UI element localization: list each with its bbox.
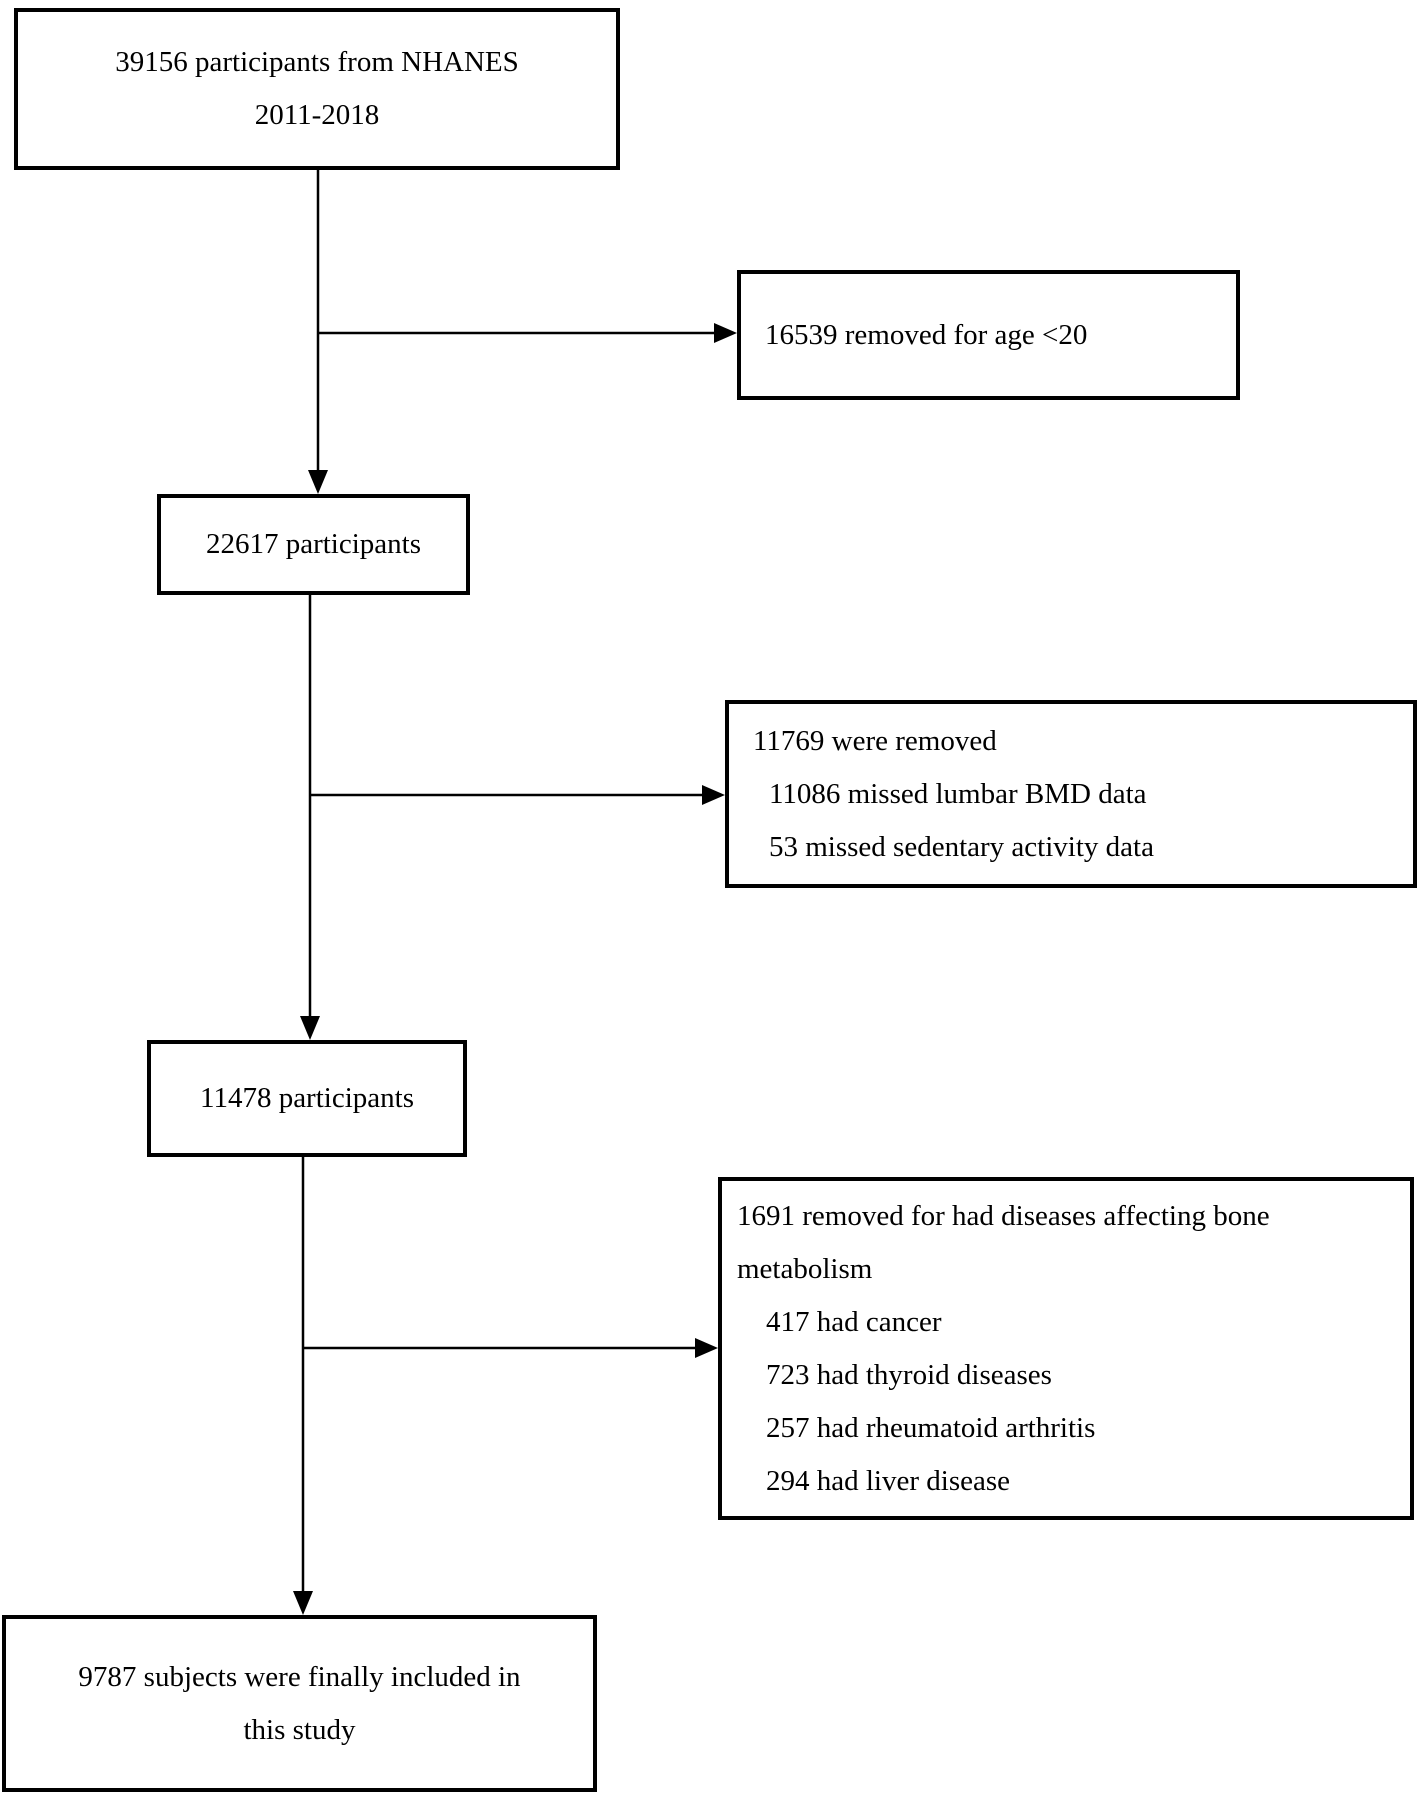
flow-box-removed-diseases: 1691 removed for had diseases affecting … — [718, 1177, 1414, 1520]
arrowhead-right-removed-missing-icon — [702, 785, 725, 805]
removed-diseases-item-thyroid: 723 had thyroid diseases — [766, 1358, 1052, 1391]
step2-participants-text: 22617 participants — [205, 528, 422, 560]
final-included-line2: this study — [243, 1713, 356, 1746]
removed-diseases-item-liver: 294 had liver disease — [766, 1464, 1011, 1497]
arrowhead-down-step2-icon — [308, 470, 328, 494]
flow-box-step2-participants: 22617 participants — [157, 494, 470, 595]
step3-participants-text: 11478 participants — [200, 1082, 414, 1114]
flow-box-final-included: 9787 subjects were finally included in t… — [2, 1615, 597, 1792]
final-included-line1: 9787 subjects were finally included in — [78, 1660, 521, 1693]
arrowhead-right-removed-disease-icon — [695, 1338, 718, 1358]
flow-box-source-population: 39156 participants from NHANES 2011-2018 — [14, 8, 620, 170]
removed-missing-item-sedentary: 53 missed sedentary activity data — [769, 830, 1154, 863]
arrowhead-down-step3-icon — [300, 1016, 320, 1040]
arrowhead-right-removed-age-icon — [714, 323, 737, 343]
flow-box-removed-age: 16539 removed for age <20 — [737, 270, 1240, 400]
removed-diseases-item-cancer: 417 had cancer — [766, 1305, 942, 1338]
source-population-line1: 39156 participants from NHANES — [115, 46, 519, 78]
removed-diseases-item-rheumatoid: 257 had rheumatoid arthritis — [766, 1411, 1096, 1444]
removed-diseases-heading: 1691 removed for had diseases affecting … — [737, 1199, 1270, 1285]
removed-missing-item-bmd: 11086 missed lumbar BMD data — [769, 777, 1147, 810]
flow-box-removed-missing-data: 11769 were removed 11086 missed lumbar B… — [725, 700, 1417, 888]
removed-missing-heading: 11769 were removed — [753, 724, 997, 757]
removed-age-text: 16539 removed for age <20 — [765, 318, 1088, 351]
source-population-line2: 2011-2018 — [254, 99, 380, 131]
arrowhead-down-final-icon — [293, 1591, 313, 1615]
flow-box-step3-participants: 11478 participants — [147, 1040, 467, 1157]
